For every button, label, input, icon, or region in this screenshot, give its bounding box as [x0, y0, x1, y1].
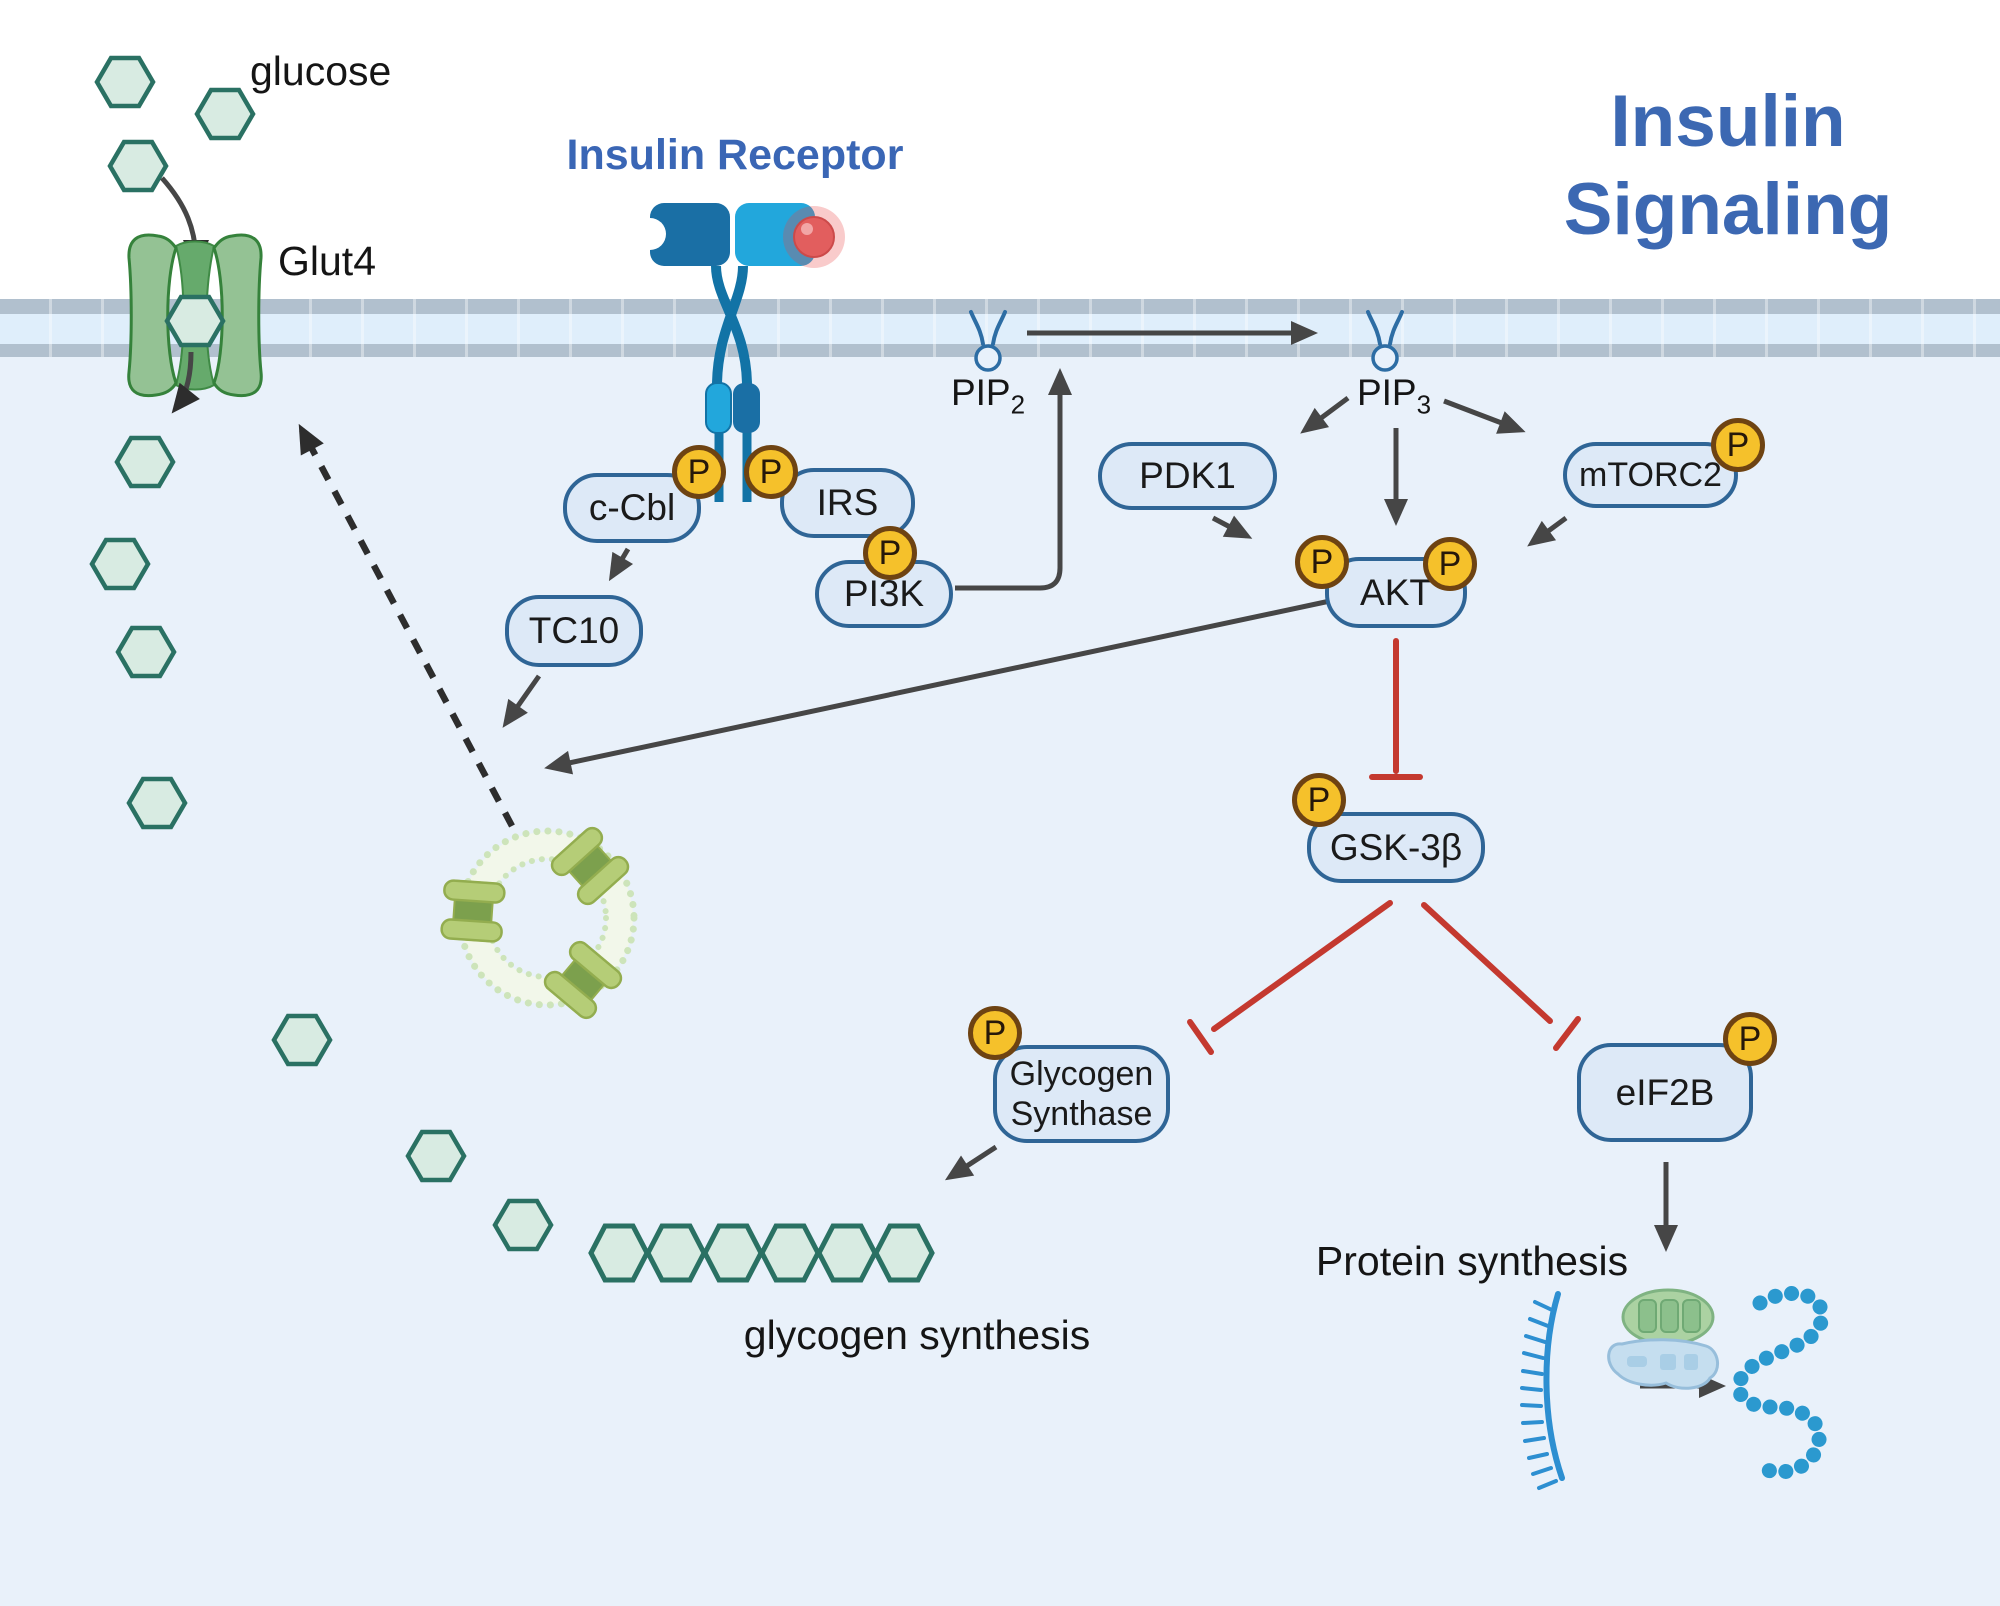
title-line-2: Signaling: [1563, 169, 1893, 250]
phosphate-badge-receptor-right: P: [744, 445, 798, 499]
glucose-label: glucose: [250, 48, 392, 94]
glucose-hexagons-intracellular: [92, 438, 551, 1249]
mtorc2-to-akt-arrow: [1527, 515, 1568, 547]
extracellular-space: [0, 0, 2000, 299]
glucose-hexagons-extracellular: [97, 58, 253, 190]
phosphate-badge-akt-left: P: [1295, 535, 1349, 589]
phosphate-badge-akt-right: P: [1423, 537, 1477, 591]
diagram-title: Insulin Signaling: [1548, 78, 1908, 254]
protein-chain-icon: [1731, 1286, 1830, 1480]
glycogen-synthase-to-chain-arrow: [944, 1144, 998, 1181]
pip3-to-pdk1-arrow: [1300, 395, 1350, 434]
ccbl-to-tc10-arrow: [608, 547, 634, 582]
glucose-exit-arrow: [171, 351, 200, 414]
membrane-tile-seams: [0, 299, 2000, 357]
node-glycogen-synthase: Glycogen Synthase: [993, 1045, 1170, 1143]
gsk3b-inhibits-eif2b-line: [1421, 902, 1553, 1024]
tc10-to-vesicle-arrow: [502, 674, 542, 728]
node-mtorc2: mTORC2: [1563, 442, 1738, 508]
phosphate-badge-pi3k: P: [863, 526, 917, 580]
plasma-membrane-outer-leaflet: [0, 299, 2000, 314]
protein-synthesis-label: Protein synthesis: [1315, 1238, 1629, 1284]
node-gsk3b: GSK-3β: [1307, 812, 1485, 883]
pdk1-to-akt-arrow: [1211, 515, 1253, 539]
cytoplasm: [0, 357, 2000, 1606]
glycogen-chain-icon: [591, 1226, 932, 1280]
node-tc10: TC10: [505, 595, 643, 667]
pip3-to-mtorc2-arrow: [1443, 398, 1526, 434]
phosphate-badge-gsk3b: P: [1292, 773, 1346, 827]
node-eif2b: eIF2B: [1577, 1043, 1753, 1142]
pip3-label: PIP3: [1356, 372, 1432, 420]
glut4-vesicle-icon: [439, 823, 638, 1023]
insulin-ligand-icon: [793, 216, 835, 258]
phosphate-badge-mtorc2: P: [1711, 418, 1765, 472]
pip3-lipid-icon: [1366, 310, 1404, 372]
mrna-icon: [1520, 1291, 1565, 1490]
insulin-receptor-icon: [634, 203, 845, 502]
inhibition-lines: [1187, 638, 1581, 1055]
gsk3b-inhibits-glycogen-synthase-line: [1211, 900, 1393, 1032]
node-pi3k: PI3K: [815, 560, 953, 628]
glut4-label: Glut4: [278, 238, 376, 284]
phosphate-badge-eif2b: P: [1723, 1012, 1777, 1066]
vesicle-translocation-dashed-arrow: [298, 423, 515, 828]
ribosome-icon: [1607, 1288, 1719, 1390]
pi3k-to-membrane-arrow: [955, 368, 1072, 591]
phosphate-badge-glycogen-synthase: P: [968, 1006, 1022, 1060]
insulin-receptor-label: Insulin Receptor: [566, 131, 904, 179]
glut4-transporter-icon: [127, 233, 263, 398]
phosphate-badge-receptor-left: P: [672, 445, 726, 499]
pip2-lipid-icon: [969, 310, 1007, 372]
akt-to-vesicle-arrow: [544, 598, 1331, 775]
node-pdk1: PDK1: [1098, 442, 1277, 510]
signal-arrows: [502, 321, 1726, 1398]
plasma-membrane-inner-leaflet: [0, 344, 2000, 357]
pip2-label: PIP2: [950, 372, 1026, 420]
title-line-1: Insulin: [1610, 81, 1846, 162]
glycogen-synthesis-label: glycogen synthesis: [743, 1312, 1091, 1358]
